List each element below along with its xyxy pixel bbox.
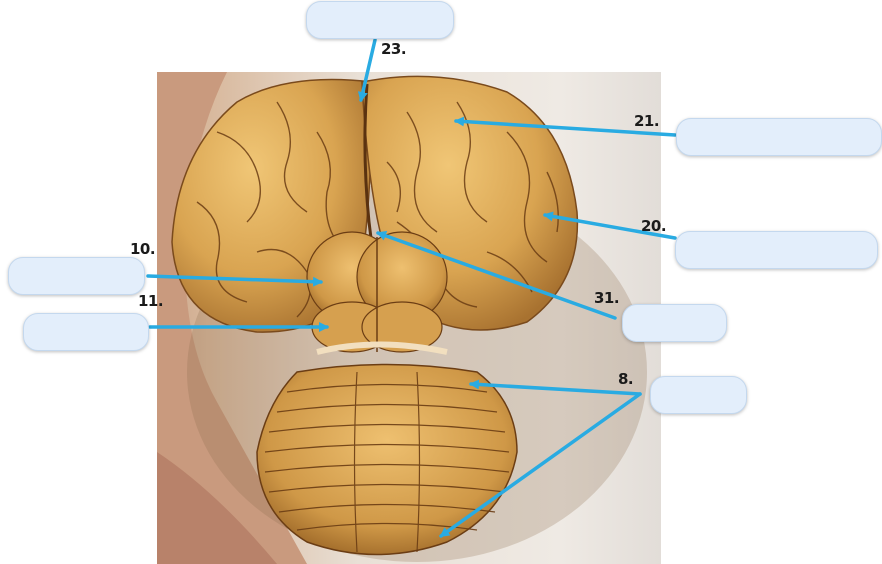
arrow-8b bbox=[439, 392, 642, 538]
number-label-10: 10. bbox=[130, 240, 156, 258]
number-label-23: 23. bbox=[381, 40, 407, 58]
answer-box-10[interactable] bbox=[8, 257, 145, 295]
answer-box-8[interactable] bbox=[650, 376, 747, 414]
number-label-8: 8. bbox=[618, 370, 634, 388]
number-label-11: 11. bbox=[138, 292, 164, 310]
number-label-20: 20. bbox=[641, 217, 667, 235]
answer-box-21[interactable] bbox=[676, 118, 882, 156]
arrow-8a bbox=[469, 379, 642, 396]
arrow-21 bbox=[454, 116, 677, 137]
answer-box-23[interactable] bbox=[306, 1, 454, 39]
brain-photo bbox=[157, 72, 661, 564]
arrow-10 bbox=[146, 274, 323, 287]
answer-box-11[interactable] bbox=[23, 313, 149, 351]
brain-illustration bbox=[157, 72, 647, 564]
number-label-21: 21. bbox=[634, 112, 660, 130]
arrow-31 bbox=[376, 230, 617, 320]
arrow-23 bbox=[357, 38, 377, 102]
arrow-20 bbox=[543, 211, 677, 240]
number-label-31: 31. bbox=[594, 289, 620, 307]
answer-box-31[interactable] bbox=[622, 304, 727, 342]
answer-box-20[interactable] bbox=[675, 231, 878, 269]
